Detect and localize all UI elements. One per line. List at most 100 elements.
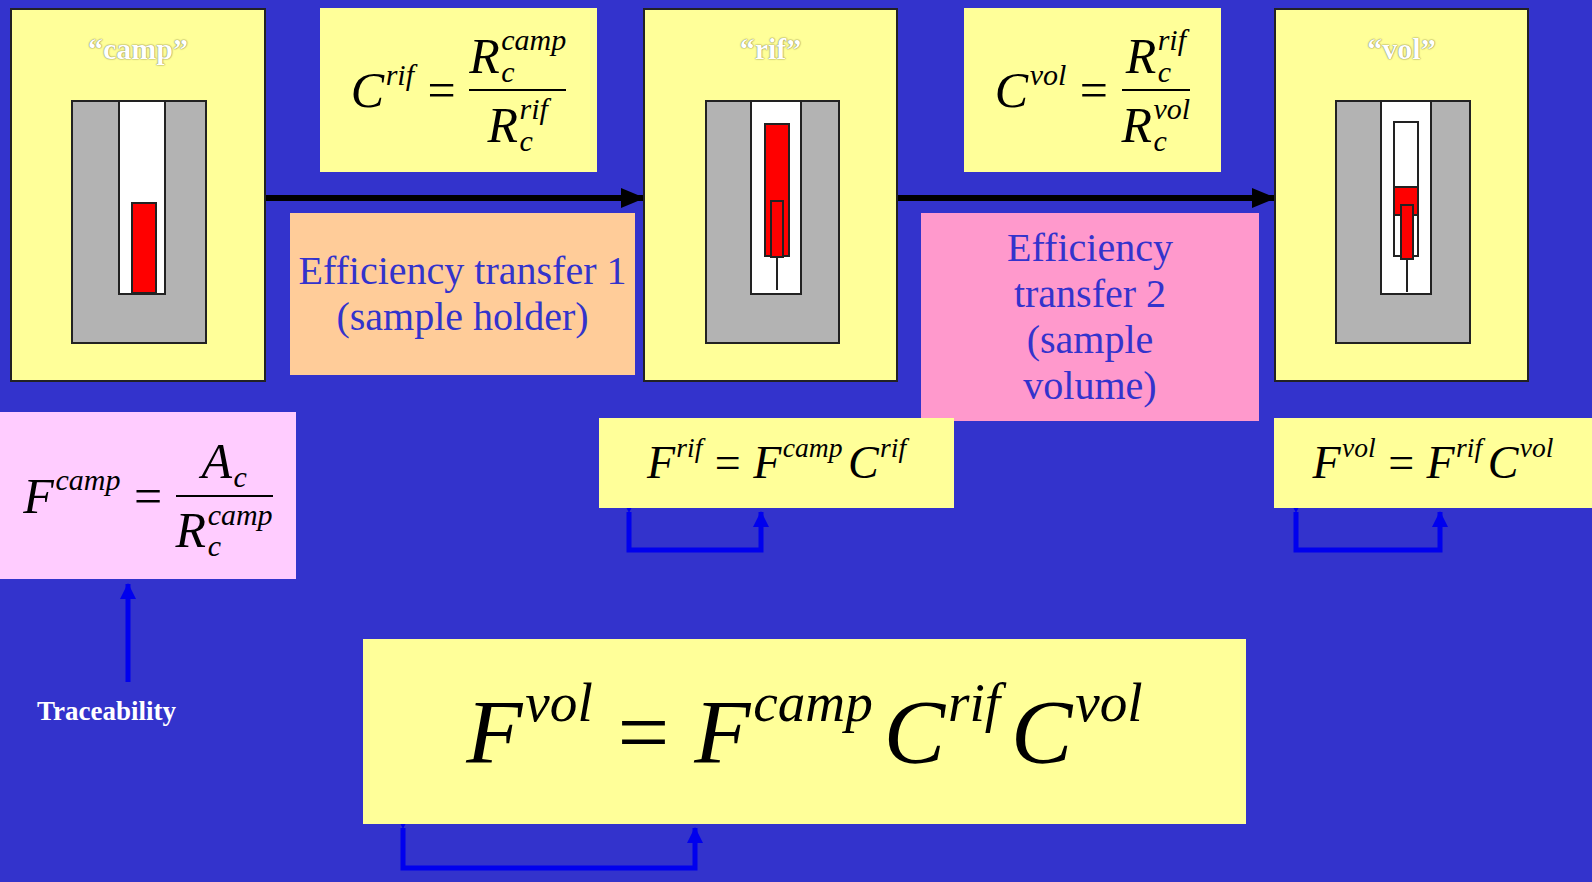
math-symbol: C [1011,686,1072,778]
math-term: Rcampc [176,499,273,562]
math-term: Frif​ [647,434,703,492]
math-symbol: F [466,686,522,778]
script-stack: rifc [1158,24,1186,87]
math-term: Rrifc [1126,24,1186,87]
script-spacer: ​ [1520,463,1554,492]
script-stack: vol​ [525,674,592,790]
math-operator: = [715,440,741,486]
fraction-bar [1122,89,1191,91]
transfer-arrow [898,195,1274,201]
numerator: Rcampc [469,24,566,87]
formula-box: Fvol​=Frif​Cvol​ [1274,418,1592,508]
math-symbol: F [23,471,54,521]
blue-bracket [403,828,695,868]
fraction-bar [469,89,566,91]
math-symbol: F [1427,440,1455,486]
numerator: Rrifc [1126,24,1186,87]
math-operator: = [1388,440,1414,486]
script-stack: camp​ [55,464,120,527]
script-stack: vol​ [1520,434,1554,492]
script-stack: camp​ [783,434,843,492]
superscript: vol [1520,434,1554,463]
script-spacer: ​ [55,496,120,528]
superscript: rif [1456,434,1482,463]
superscript: rif [520,93,548,125]
fraction: RrifcRvolc [1122,24,1191,156]
script-stack: rif​ [948,674,1000,790]
superscript: rif [386,59,414,91]
math-symbol: C [848,440,879,486]
math-term: Fcamp​ [753,434,842,492]
subscript: c [520,125,548,157]
math-symbol: R [488,100,519,150]
math-symbol: C [995,65,1028,115]
script-stack: vol​ [1075,674,1142,790]
script-stack: vol​ [1342,434,1376,492]
step-label: Efficiency transfer 1 (sample holder) [298,248,628,340]
formula: Fvol​=Frif​Cvol​ [1313,434,1554,492]
subscript: c [1158,56,1186,88]
sample-panel: “vol” [1274,8,1529,382]
denominator: Rvolc [1122,93,1191,156]
superscript: vol [525,674,592,732]
script-spacer: ​ [233,430,246,462]
math-symbol: F [647,440,675,486]
math-term: Crif​ [351,59,414,122]
superscript: camp [55,464,120,496]
blue-bracket [1296,512,1440,550]
sample-panel: “camp” [10,8,266,382]
math-term: Frif​ [1427,434,1483,492]
script-spacer: ​ [1342,463,1376,492]
fraction-bar [176,495,273,497]
script-spacer: ​ [753,732,873,790]
superscript: vol [1154,93,1191,125]
formula: Frif​=Fcamp​Crif​ [647,434,906,492]
step-box: Efficiency transfer 1 (sample holder) [290,213,635,375]
script-stack: rif​ [676,434,702,492]
superscript: vol [1030,59,1067,91]
fraction: A​cRcampc [176,430,273,562]
superscript: camp [753,674,873,732]
superscript: rif [676,434,702,463]
detector-illustration [1276,10,1531,384]
math-term: Fcamp​ [23,464,120,527]
math-symbol: F [753,440,781,486]
math-symbol: A [201,436,232,486]
math-term: Fvol​ [1313,434,1376,492]
script-stack: campc [501,24,566,87]
math-symbol: C [884,686,945,778]
panel-label: “camp” [88,32,188,66]
script-stack: camp​ [753,674,873,790]
superscript: rif [948,674,1000,732]
superscript: camp [208,499,273,531]
math-term: Rrifc [488,93,548,156]
math-symbol: R [176,505,207,555]
step-label: Efficiency transfer 2 (sample volume) [970,225,1210,409]
traceability-arrow [126,584,131,682]
math-term: Crif​ [848,434,906,492]
script-spacer: ​ [880,463,906,492]
formula: Cvol​=RrifcRvolc [995,24,1190,156]
formula-box: Fcamp​=A​cRcampc [0,412,296,579]
script-spacer: ​ [1456,463,1482,492]
superscript: rif [1158,24,1186,56]
script-stack: rifc [520,93,548,156]
script-spacer: ​ [1030,90,1067,122]
script-stack: rif​ [386,59,414,122]
math-term: Fcamp​ [694,674,873,790]
script-stack: vol​ [1030,59,1067,122]
math-term: Cvol​ [1488,434,1554,492]
superscript: vol [1342,434,1376,463]
math-term: Cvol​ [995,59,1067,122]
step-box: Efficiency transfer 2 (sample volume) [921,213,1259,421]
formula-box: Cvol​=RrifcRvolc [964,8,1221,172]
superscript: camp [783,434,843,463]
script-stack: volc [1154,93,1191,156]
math-term: A​c [201,430,246,493]
panel-label: “vol” [1367,32,1435,66]
script-stack: campc [208,499,273,562]
formula-box: Crif​=RcampcRrifc [320,8,597,172]
math-symbol: C [1488,440,1519,486]
math-term: Fvol​ [466,674,592,790]
